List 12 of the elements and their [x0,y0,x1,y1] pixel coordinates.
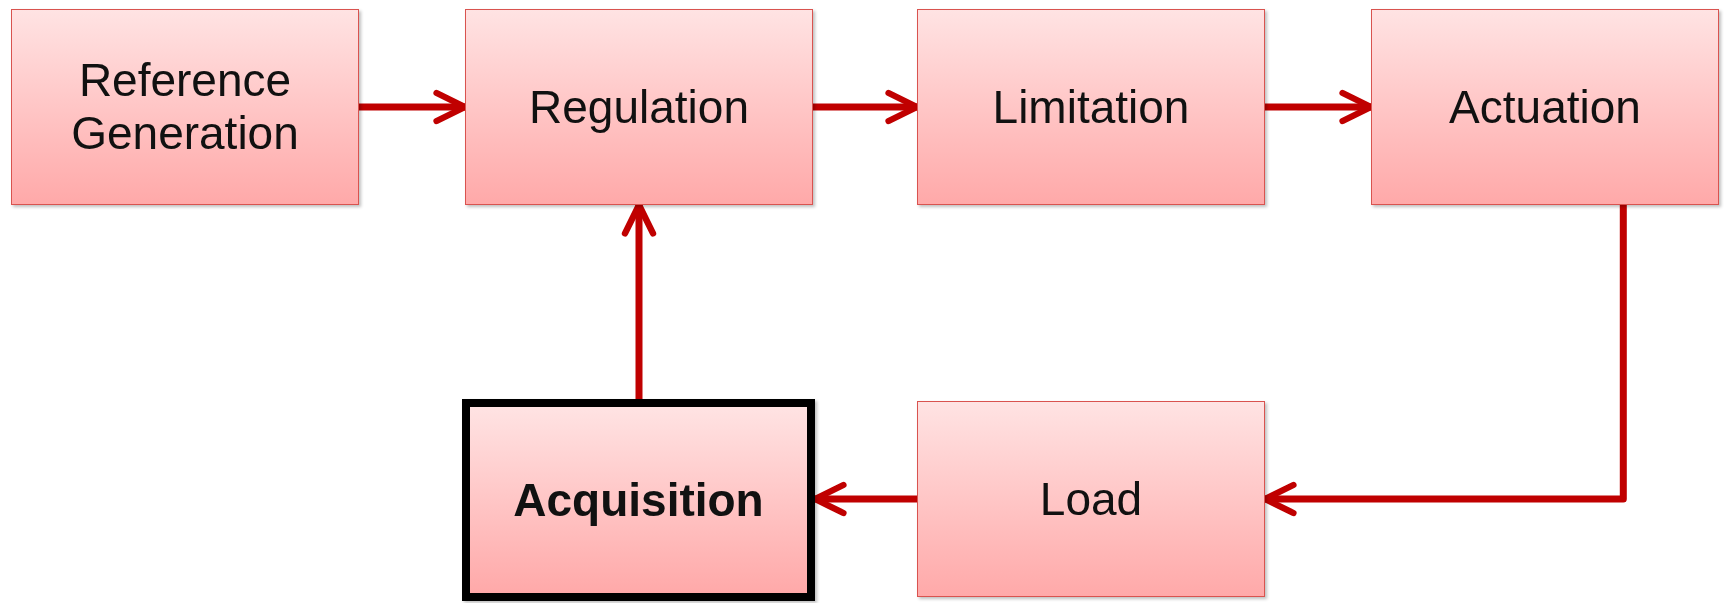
process-box [917,9,1265,205]
process-box [11,9,359,205]
box-label: Regulation [529,80,749,134]
process-box [917,401,1265,597]
box-label: Limitation [992,80,1190,134]
process-box [1371,9,1719,205]
process-box [462,399,815,601]
box-label: Acquisition [513,473,764,527]
box-label: Actuation [1449,80,1641,134]
box-label: Load [1039,472,1143,526]
process-box [465,9,813,205]
box-label: Reference Generation [70,54,300,160]
